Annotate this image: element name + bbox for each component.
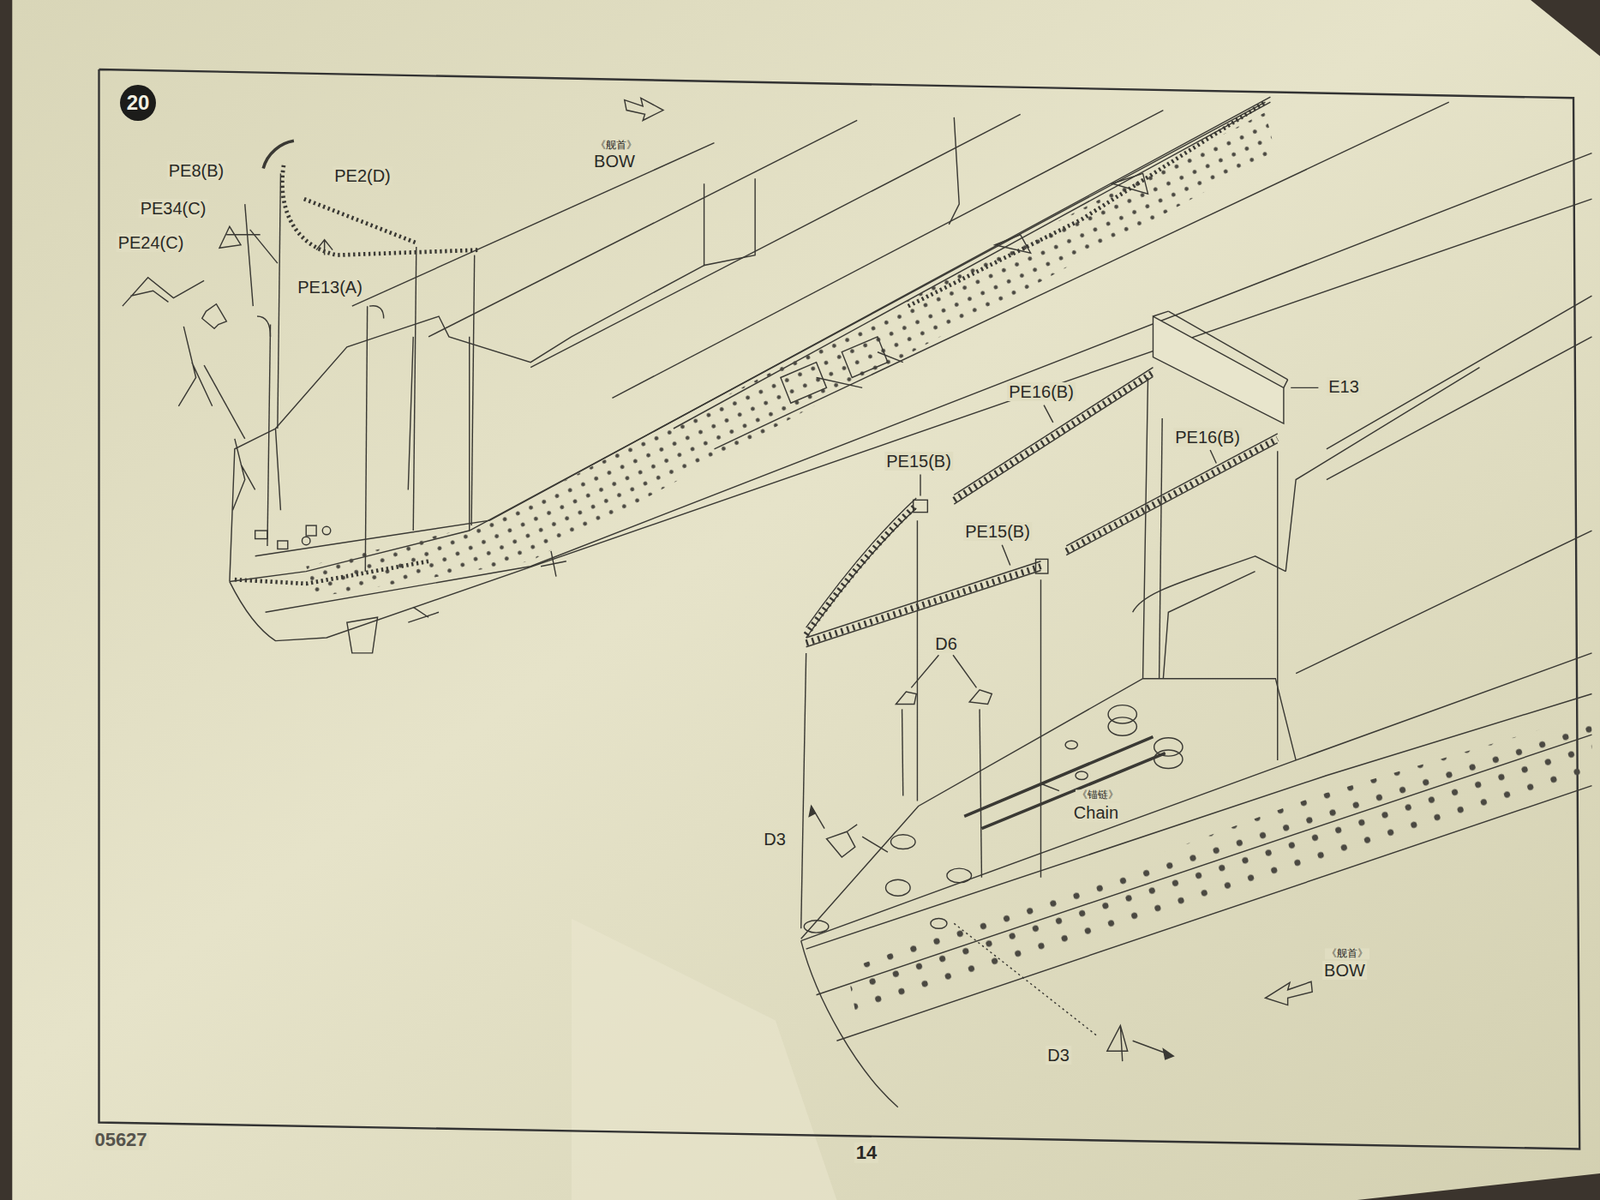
step-number-text: 20 [126,92,150,114]
part-label: Chain [1072,802,1121,822]
part-label: D3 [1045,1045,1072,1065]
page-number: 14 [854,1142,879,1163]
part-label: PE15(B) [884,451,953,471]
part-label: 《舰首》 [1324,947,1370,959]
part-label: 《锚链》 [1075,789,1121,801]
part-label: D3 [761,829,788,849]
part-label: PE16(B) [1173,427,1242,447]
part-label: PE16(B) [1006,382,1076,402]
part-label: PE24(C) [116,233,186,252]
part-label: D6 [933,634,959,654]
part-label: PE15(B) [963,521,1032,541]
step-number: 20 [119,84,156,121]
part-label: PE34(C) [138,198,209,218]
part-label: PE2(D) [332,166,393,186]
part-label: 《舰首》 [593,139,639,151]
page-number: 05627 [92,1129,149,1151]
part-label: PE13(A) [295,277,365,297]
part-label: E13 [1326,377,1361,396]
part-label: PE8(B) [167,161,226,180]
part-label: BOW [1322,960,1367,980]
part-label: BOW [592,151,637,171]
